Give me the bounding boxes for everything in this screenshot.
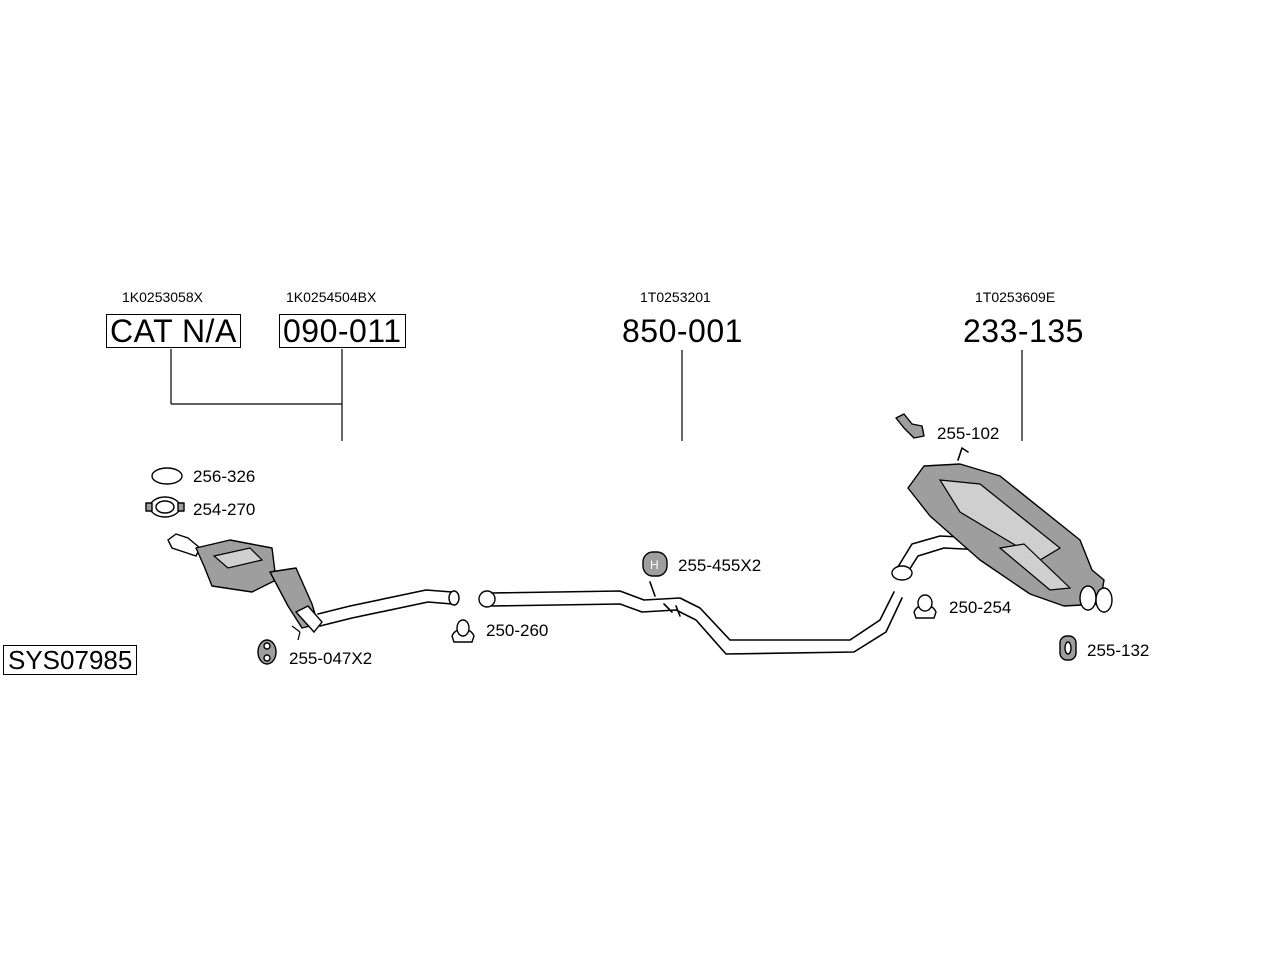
oem-number-rear: 1T0253609E [975,289,1056,305]
leader-lines [170,349,1023,441]
oem-number-cat: 1K0253058X [122,289,203,305]
label-clamp-mid[interactable]: 250-260 [486,621,549,640]
oem-number-middle: 1T0253201 [640,289,711,305]
part-number-flex[interactable]: 090-011 [279,314,406,348]
label-clamp-rear[interactable]: 250-254 [949,598,1012,617]
label-hanger-front[interactable]: 255-047X2 [289,649,373,668]
part-number-cat[interactable]: CAT N/A [106,314,241,348]
system-code: SYS07985 [3,645,138,675]
label-gasket[interactable]: 256-326 [193,467,256,486]
catalytic-converter-drawing [167,533,323,641]
rear-muffler-drawing [891,447,1113,613]
hanger-front-icon [257,639,277,665]
label-bracket-rear[interactable]: 255-102 [937,424,1000,443]
gasket-icon [151,467,183,485]
label-clamp-front[interactable]: 254-270 [193,500,256,519]
clamp-front-icon [145,496,185,518]
middle-pipe-drawing [478,581,903,655]
hanger-mid-icon: H [642,551,668,577]
label-hanger-rear[interactable]: 255-132 [1087,641,1150,660]
label-hanger-mid[interactable]: 255-455X2 [678,556,762,575]
clamp-mid-icon [451,619,475,643]
oem-number-flex: 1K0254504BX [286,289,377,305]
svg-text:H: H [650,558,659,572]
part-number-rear[interactable]: 233-135 [963,313,1084,349]
clamp-rear-icon [913,594,937,619]
hanger-rear-icon [1059,635,1077,661]
bracket-rear-icon [895,413,925,439]
front-pipe-drawing [317,589,460,627]
part-number-middle[interactable]: 850-001 [622,313,743,349]
